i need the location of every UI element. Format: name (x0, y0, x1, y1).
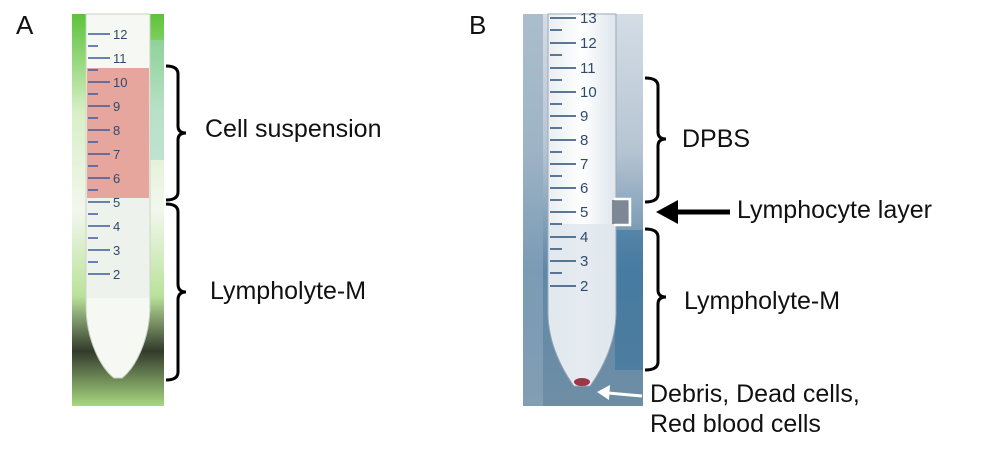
panel-b-pellet (574, 378, 590, 386)
panel-a-scale-label: 11 (113, 51, 127, 66)
panel-b-scale-label: 6 (580, 180, 588, 197)
panel-a-lympholyte-bracket (165, 202, 187, 382)
pellet-arrow-icon (597, 385, 643, 400)
panel-b-scale-label: 3 (580, 253, 588, 270)
lymphocyte-layer-label: Lymphocyte layer (737, 196, 932, 224)
panel-a-scale-label: 9 (113, 99, 120, 114)
panel-b-photo: 13 12 11 10 9 8 7 6 5 4 3 2 (523, 10, 643, 406)
debris-label: Debris, Dead cells, Red blood cells (650, 380, 860, 439)
panel-b-scale-label: 2 (580, 278, 588, 295)
panel-b-scale-label: 12 (580, 35, 597, 52)
panel-b-lymphocyte-band (612, 200, 628, 224)
cell-suspension-label: Cell suspension (205, 115, 382, 143)
lymphocyte-arrow-icon (656, 200, 730, 224)
panel-a-scale-label: 12 (113, 27, 127, 42)
panel-a-cell-suspension-layer (87, 68, 149, 198)
panel-a-scale-label: 6 (113, 171, 120, 186)
panel-a-photo: 12 11 10 9 8 7 6 5 4 3 2 (72, 13, 164, 406)
panel-a-scale-label: 10 (113, 75, 127, 90)
panel-a-scale-label: 3 (113, 243, 120, 258)
panel-b-dpbs-bracket (644, 76, 667, 204)
panel-a-scale-label: 5 (113, 195, 120, 210)
panel-b-scale-ticks (550, 17, 576, 287)
panel-b-lympholyte-label: Lympholyte-M (684, 287, 841, 315)
panel-b-lympholyte-bracket (644, 227, 667, 372)
panel-a-letter: A (16, 10, 34, 40)
panel-a-scale-label: 7 (113, 147, 120, 162)
panel-b-scale-numbers: 13 12 11 10 9 8 7 6 5 4 3 2 (580, 10, 597, 295)
panel-a-scale-label: 8 (113, 123, 120, 138)
panel-b-band-marker (614, 197, 632, 227)
panel-a-scale-numbers: 12 11 10 9 8 7 6 5 4 3 2 (113, 27, 127, 282)
panel-a-scale-ticks (88, 33, 110, 275)
panel-b-scale-label: 8 (580, 132, 588, 149)
panel-b-scale-label: 7 (580, 156, 588, 173)
panel-a-scale-label: 2 (113, 267, 120, 282)
debris-label-line-2: Red blood cells (650, 409, 821, 438)
debris-label-line-1: Debris, Dead cells, (650, 380, 860, 408)
panel-b-scale-label: 13 (580, 10, 597, 27)
panel-b-letter: B (469, 10, 487, 40)
panel-a-lympholyte-label: Lympholyte-M (210, 277, 367, 305)
panel-b-scale-label: 5 (580, 204, 588, 221)
panel-b-scale-label: 4 (580, 229, 588, 246)
panel-a-scale-label: 4 (113, 219, 120, 234)
panel-b-scale-label: 10 (580, 84, 597, 101)
panel-b-lympholyte-layer (549, 224, 615, 384)
panel-b-scale-label: 11 (580, 60, 596, 77)
panel-a-cell-suspension-bracket (165, 64, 187, 202)
dpbs-label: DPBS (682, 125, 751, 153)
panel-b-scale-label: 9 (580, 108, 588, 125)
